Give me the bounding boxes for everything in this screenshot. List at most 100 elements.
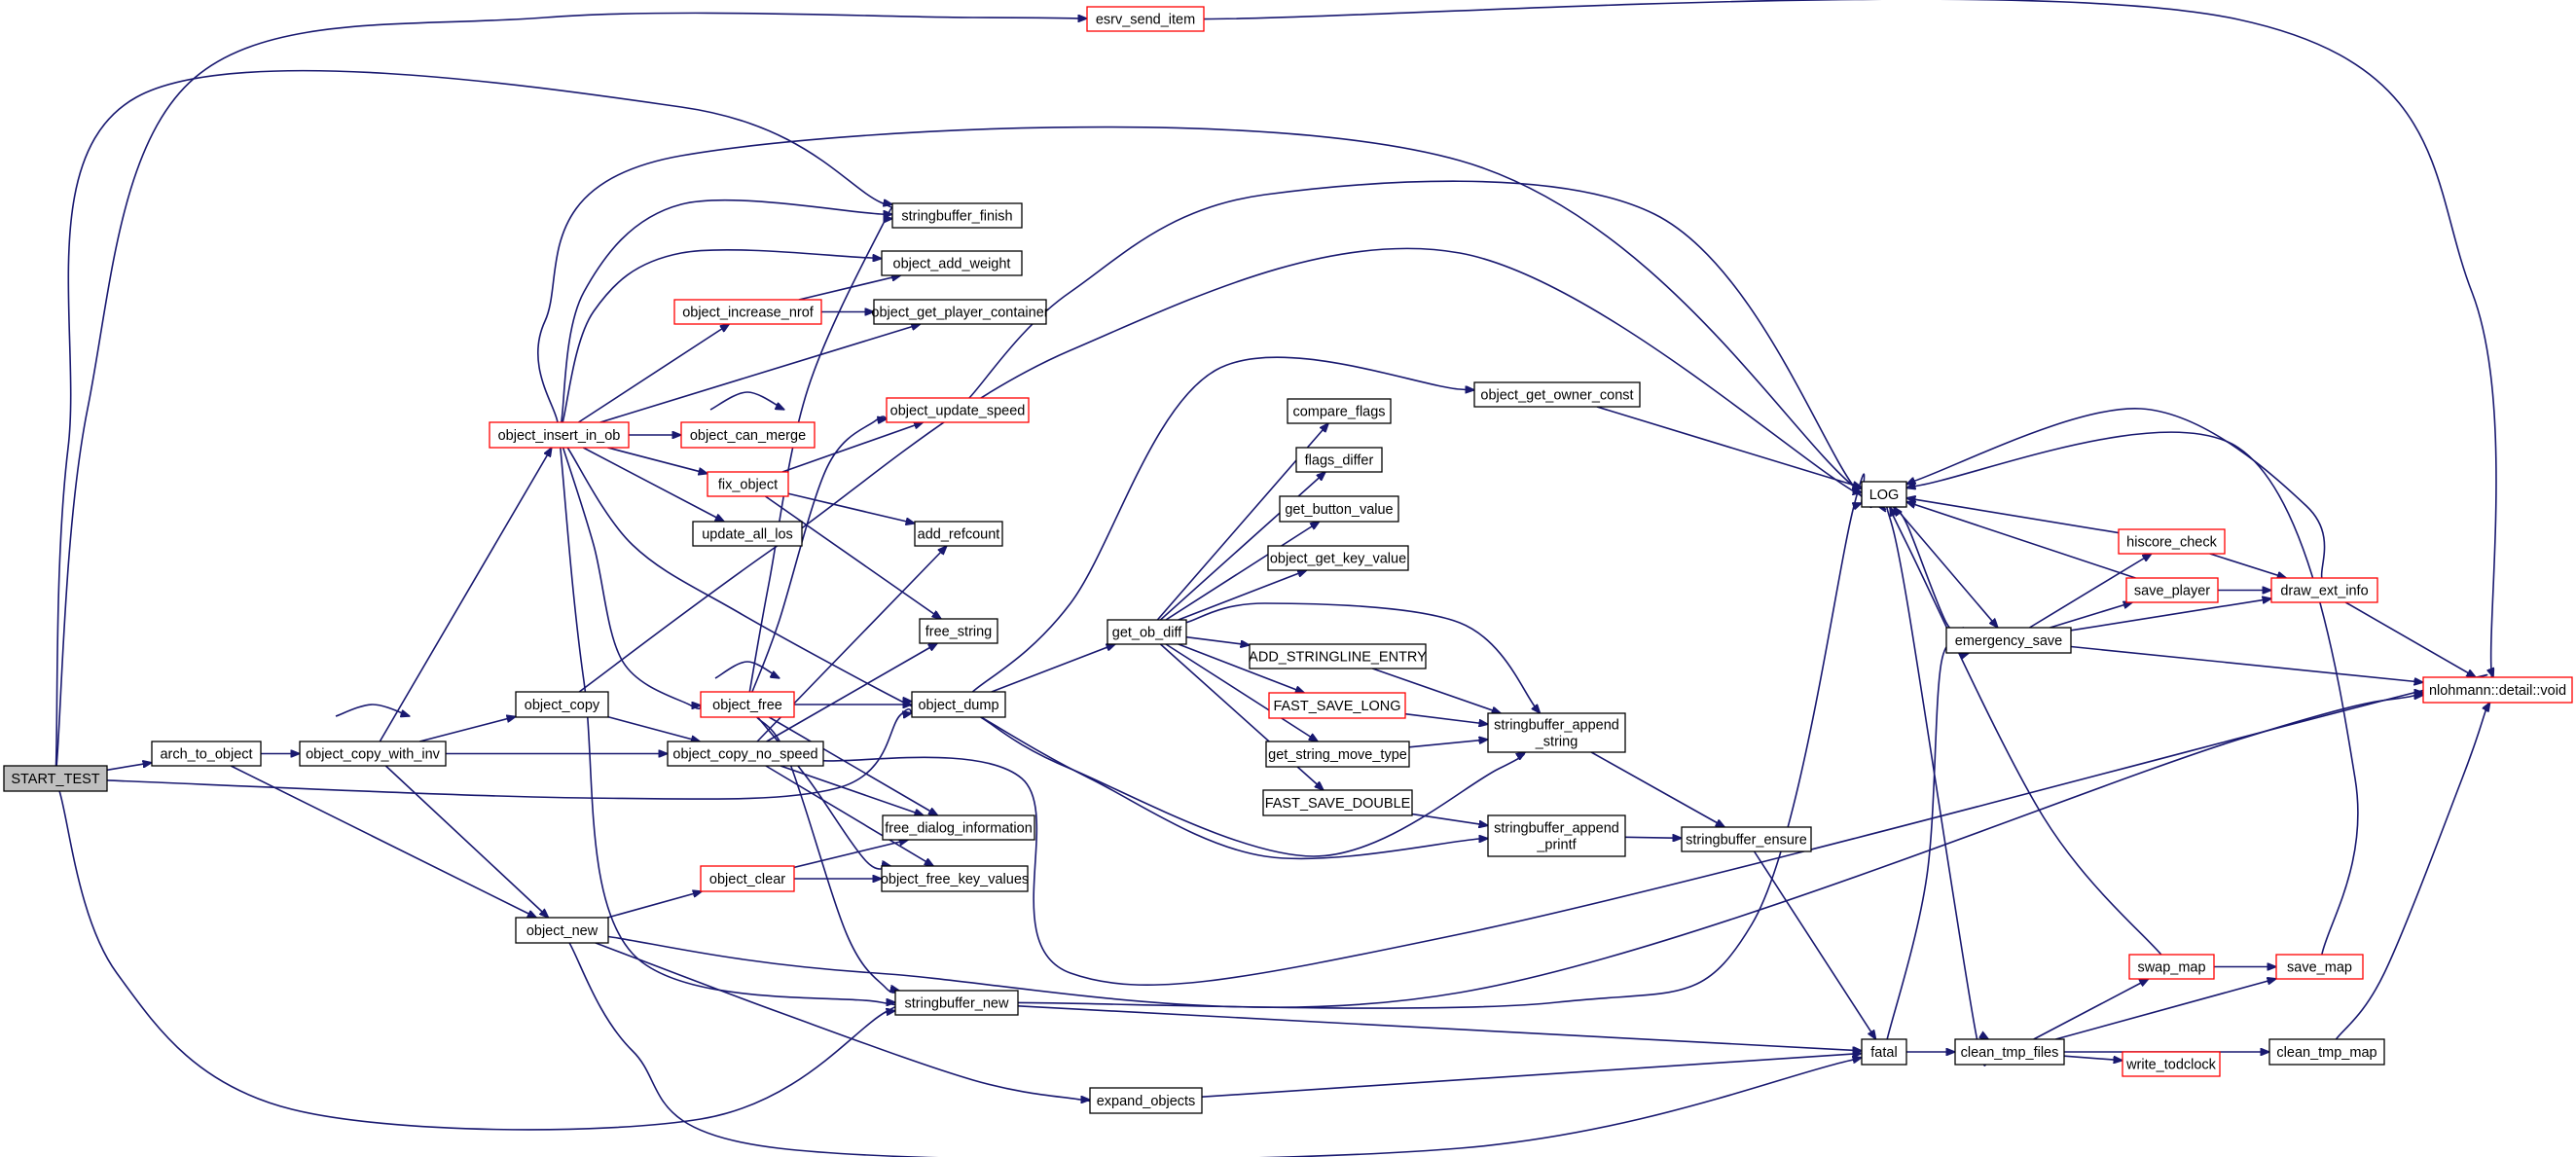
node-fix-object[interactable]: fix_object xyxy=(707,471,789,497)
node-object-clear[interactable]: object_clear xyxy=(700,865,795,892)
node-box[interactable] xyxy=(700,691,795,718)
node-box[interactable] xyxy=(1954,1038,2065,1066)
node-get-ob-diff[interactable]: get_ob_diff xyxy=(1107,619,1187,645)
node-object-dump[interactable]: object_dump xyxy=(911,691,1006,718)
node-box[interactable] xyxy=(2268,1038,2385,1066)
node-get-string-move-type[interactable]: get_string_move_type xyxy=(1265,741,1410,768)
node-box[interactable] xyxy=(1268,692,1406,719)
node-draw-ext-info[interactable]: draw_ext_info xyxy=(2270,577,2378,603)
node-get-button-value[interactable]: get_button_value xyxy=(1279,495,1399,523)
node-start-test[interactable]: START_TEST xyxy=(3,765,108,792)
node-clean-tmp-map[interactable]: clean_tmp_map xyxy=(2268,1038,2385,1066)
node-stringbuffer-new[interactable]: stringbuffer_new xyxy=(894,990,1019,1016)
node-box[interactable] xyxy=(1267,545,1409,571)
node-free-string[interactable]: free_string xyxy=(919,618,998,644)
node-esrv-send-item[interactable]: esrv_send_item xyxy=(1086,6,1205,32)
node-object-add-weight[interactable]: object_add_weight xyxy=(881,250,1023,276)
node-box[interactable] xyxy=(1487,712,1626,753)
node-stringbuffer-finish[interactable]: stringbuffer_finish xyxy=(891,202,1023,229)
node-box[interactable] xyxy=(515,691,609,718)
node-box[interactable] xyxy=(1681,826,1812,852)
node-hiscore-check[interactable]: hiscore_check xyxy=(2118,528,2226,555)
node-object-copy-no-speed[interactable]: object_copy_no_speed xyxy=(667,741,824,767)
node-save-player[interactable]: save_player xyxy=(2125,577,2219,603)
node-box[interactable] xyxy=(1861,1038,1907,1066)
node-stringbuffer-append-string[interactable]: stringbuffer_append_string xyxy=(1487,712,1626,753)
node-object-can-merge[interactable]: object_can_merge xyxy=(680,421,816,449)
node-expand-objects[interactable]: expand_objects xyxy=(1089,1087,1203,1114)
node-box[interactable] xyxy=(2122,1051,2221,1077)
node-emergency-save[interactable]: emergency_save xyxy=(1945,627,2072,654)
node-object-copy[interactable]: object_copy xyxy=(515,691,609,718)
node-box[interactable] xyxy=(873,299,1047,325)
node-box[interactable] xyxy=(489,421,630,449)
node-add-refcount[interactable]: add_refcount xyxy=(914,521,1003,547)
node-free-dialog-information[interactable]: free_dialog_information xyxy=(882,814,1035,841)
node-object-increase-nrof[interactable]: object_increase_nrof xyxy=(673,299,822,325)
node-box[interactable] xyxy=(1107,619,1187,645)
node-flags-differ[interactable]: flags_differ xyxy=(1295,447,1383,473)
node-nlohmann-detail-void[interactable]: nlohmann::detail::void xyxy=(2422,676,2573,704)
node-box[interactable] xyxy=(894,990,1019,1016)
node-box[interactable] xyxy=(2125,577,2219,603)
node-update-all-los[interactable]: update_all_los xyxy=(692,521,803,547)
node-box[interactable] xyxy=(692,521,803,547)
node-box[interactable] xyxy=(891,202,1023,229)
node-box[interactable] xyxy=(2422,676,2573,704)
node-save-map[interactable]: save_map xyxy=(2275,954,2364,980)
node-box[interactable] xyxy=(1249,643,1427,669)
node-clean-tmp-files[interactable]: clean_tmp_files xyxy=(1954,1038,2065,1066)
node-box[interactable] xyxy=(515,917,609,944)
node-box[interactable] xyxy=(299,741,447,767)
node-fatal[interactable]: fatal xyxy=(1861,1038,1907,1066)
node-object-free[interactable]: object_free xyxy=(700,691,795,718)
node-box[interactable] xyxy=(1945,627,2072,654)
node-add-stringline-entry[interactable]: ADD_STRINGLINE_ENTRY xyxy=(1249,643,1427,669)
node-swap-map[interactable]: swap_map xyxy=(2128,954,2215,980)
node-box[interactable] xyxy=(1487,814,1626,857)
node-box[interactable] xyxy=(1086,6,1205,32)
node-box[interactable] xyxy=(3,765,108,792)
node-object-get-key-value[interactable]: object_get_key_value xyxy=(1267,545,1409,571)
node-box[interactable] xyxy=(680,421,816,449)
node-box[interactable] xyxy=(1262,789,1413,816)
node-arch-to-object[interactable]: arch_to_object xyxy=(151,741,262,767)
node-object-get-owner-const[interactable]: object_get_owner_const xyxy=(1473,381,1641,408)
node-box[interactable] xyxy=(1287,398,1392,424)
node-object-copy-with-inv[interactable]: object_copy_with_inv xyxy=(299,741,447,767)
node-stringbuffer-ensure[interactable]: stringbuffer_ensure xyxy=(1681,826,1812,852)
node-box[interactable] xyxy=(881,250,1023,276)
node-object-update-speed[interactable]: object_update_speed xyxy=(886,397,1030,423)
node-box[interactable] xyxy=(914,521,1003,547)
node-box[interactable] xyxy=(2270,577,2378,603)
node-box[interactable] xyxy=(1279,495,1399,523)
node-box[interactable] xyxy=(667,741,824,767)
node-fast-save-long[interactable]: FAST_SAVE_LONG xyxy=(1268,692,1406,719)
node-box[interactable] xyxy=(2128,954,2215,980)
node-box[interactable] xyxy=(700,865,795,892)
node-box[interactable] xyxy=(2275,954,2364,980)
node-box[interactable] xyxy=(886,397,1030,423)
node-box[interactable] xyxy=(2118,528,2226,555)
node-write-todclock[interactable]: write_todclock xyxy=(2122,1051,2221,1077)
node-object-get-player-container[interactable]: object_get_player_container xyxy=(871,299,1049,325)
node-box[interactable] xyxy=(882,814,1035,841)
node-object-insert-in-ob[interactable]: object_insert_in_ob xyxy=(489,421,630,449)
node-fast-save-double[interactable]: FAST_SAVE_DOUBLE xyxy=(1262,789,1413,816)
node-box[interactable] xyxy=(707,471,789,497)
node-box[interactable] xyxy=(1861,481,1907,508)
node-object-free-key-values[interactable]: object_free_key_values xyxy=(881,865,1029,892)
node-stringbuffer-append-printf[interactable]: stringbuffer_append_printf xyxy=(1487,814,1626,857)
node-box[interactable] xyxy=(673,299,822,325)
node-box[interactable] xyxy=(919,618,998,644)
node-log[interactable]: LOG xyxy=(1861,481,1907,508)
node-compare-flags[interactable]: compare_flags xyxy=(1287,398,1392,424)
node-object-new[interactable]: object_new xyxy=(515,917,609,944)
node-box[interactable] xyxy=(1473,381,1641,408)
node-box[interactable] xyxy=(1089,1087,1203,1114)
node-box[interactable] xyxy=(1265,741,1410,768)
node-box[interactable] xyxy=(1295,447,1383,473)
node-box[interactable] xyxy=(911,691,1006,718)
node-box[interactable] xyxy=(151,741,262,767)
node-box[interactable] xyxy=(881,865,1029,892)
